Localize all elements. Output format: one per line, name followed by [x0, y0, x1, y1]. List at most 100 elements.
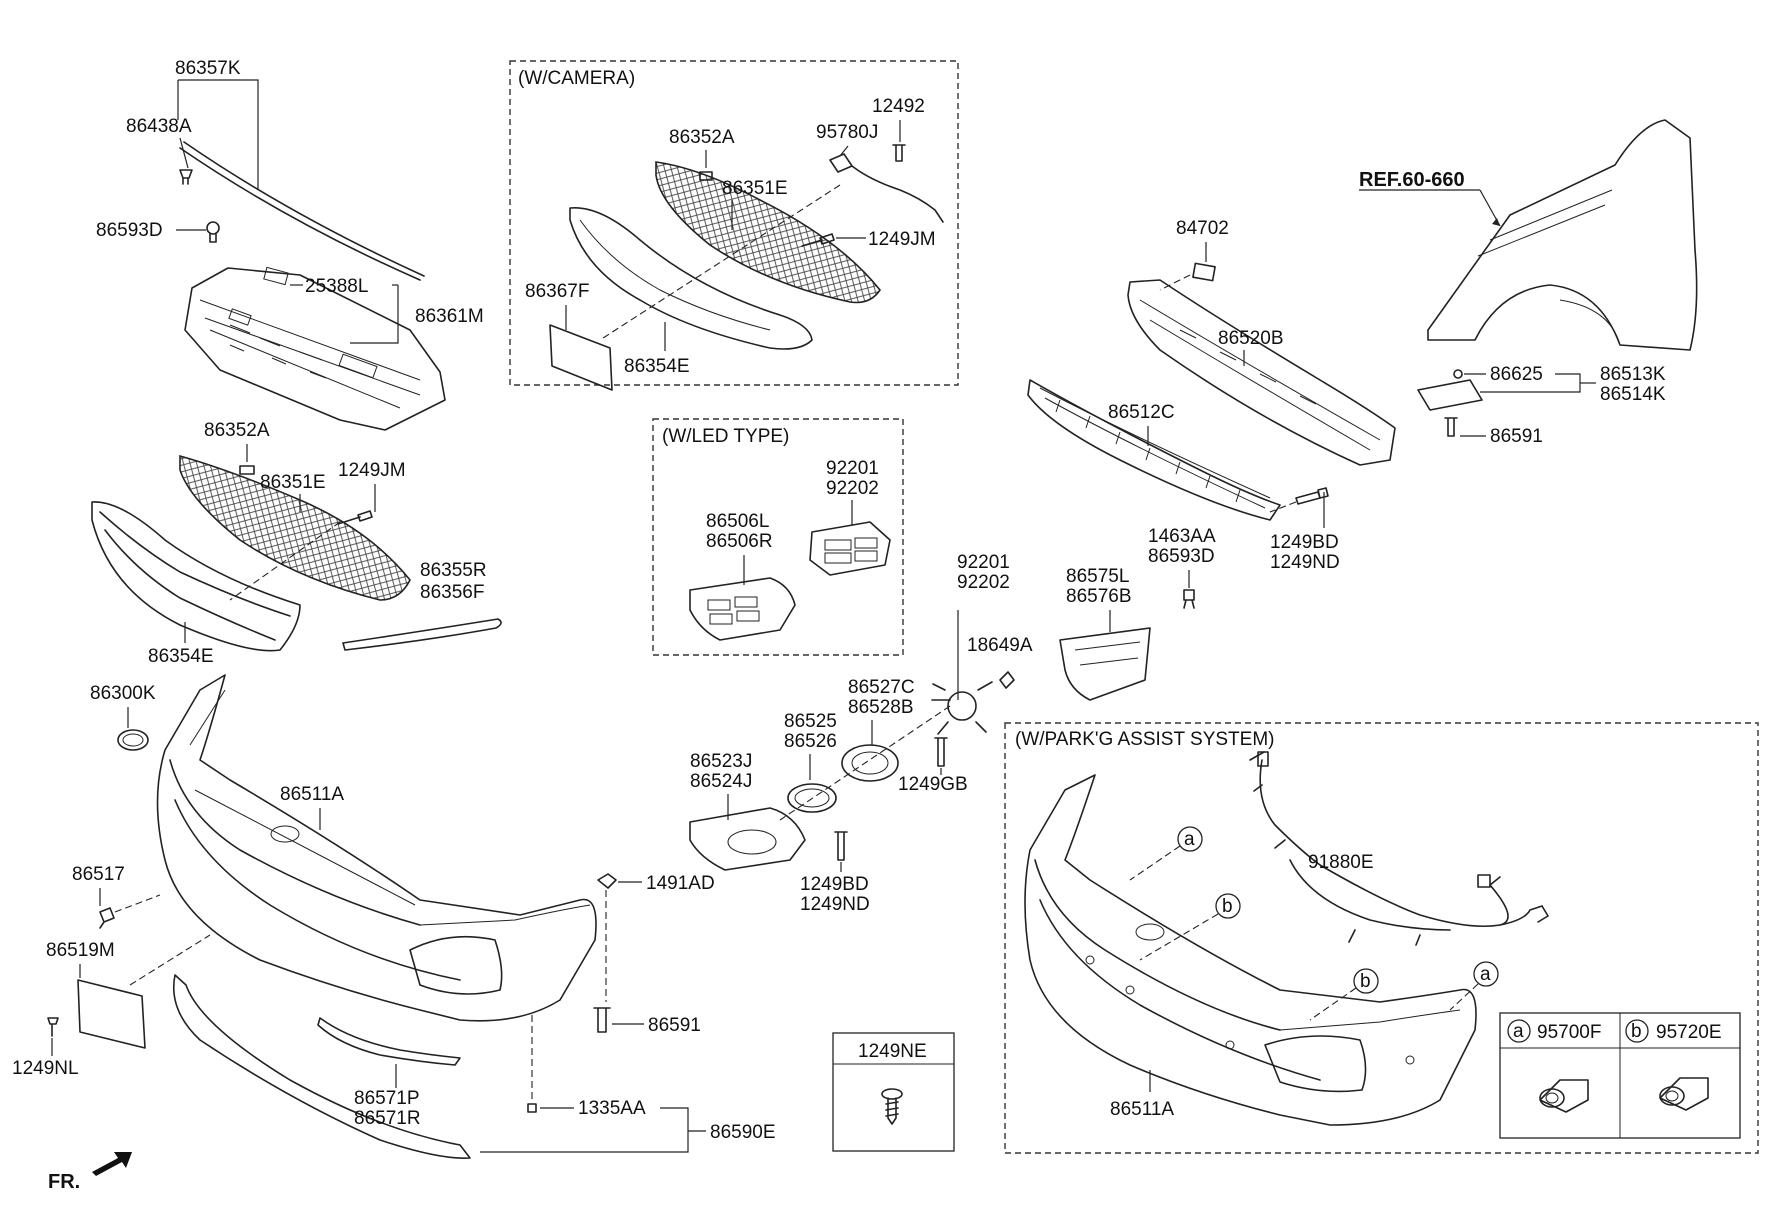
- label-86514k: 86514K: [1600, 384, 1666, 405]
- label-86506l: 86506L: [706, 511, 769, 532]
- bolt-1249jm: [337, 510, 373, 525]
- label-86525: 86525: [784, 711, 837, 732]
- label-camera-86354e: 86354E: [624, 356, 690, 377]
- label-86361m: 86361M: [415, 306, 484, 327]
- callout-b-1-label: b: [1222, 896, 1233, 917]
- label-86520b: 86520B: [1218, 328, 1284, 349]
- screw-12492: [892, 144, 906, 162]
- legend-a-callout: [1507, 1019, 1531, 1043]
- camera-bolt-1249jm: [801, 233, 835, 247]
- label-86523j: 86523J: [690, 751, 752, 772]
- label-86528b: 86528B: [848, 697, 914, 718]
- callout-b-1: [1215, 893, 1241, 919]
- label-1249bd-right: 1249BD: [1270, 532, 1339, 553]
- callout-b-2-leader: [1309, 987, 1357, 1021]
- callout-a-1: [1177, 826, 1203, 852]
- park-assist-option-box: [1004, 722, 1759, 1154]
- screw-1249bd-right: [1295, 487, 1329, 505]
- dash-camera: [599, 184, 841, 341]
- dash-1249bd-right: [1269, 501, 1297, 513]
- clip-86517: [99, 907, 115, 929]
- callout-a-2-leader: [1449, 983, 1479, 1011]
- fog-lamp-bezel-86523j: [689, 807, 806, 871]
- led-option-box: [652, 418, 904, 656]
- legend-b-callout-label: b: [1631, 1021, 1642, 1042]
- fog-lamp-cover-86527c: [841, 744, 899, 782]
- label-86517: 86517: [72, 864, 125, 885]
- label-1249gb: 1249GB: [898, 774, 968, 795]
- leader-95780j: [839, 145, 849, 157]
- legend-a-callout-label: a: [1513, 1021, 1524, 1042]
- label-86575l: 86575L: [1066, 566, 1129, 587]
- label-86357k: 86357K: [175, 58, 241, 79]
- camera-option-box: [509, 60, 959, 386]
- front-camera-95780j: [829, 153, 944, 223]
- led-option-title: (W/LED TYPE): [662, 426, 789, 447]
- screw-1249bd-mid: [834, 831, 848, 861]
- label-86352a: 86352A: [204, 420, 270, 441]
- label-86591-bottom: 86591: [648, 1015, 701, 1036]
- screw-1249nl: [47, 1017, 59, 1037]
- label-95780j: 95780J: [816, 122, 878, 143]
- park-bumper-cover: [1024, 774, 1477, 1126]
- front-direction-arrow: [92, 1152, 132, 1176]
- callout-b-2-label: b: [1360, 971, 1371, 992]
- label-86438a: 86438A: [126, 116, 192, 137]
- front-direction-label: FR.: [48, 1171, 80, 1193]
- label-camera-86351e: 86351E: [722, 178, 788, 199]
- label-86625: 86625: [1490, 364, 1543, 385]
- label-86526: 86526: [784, 731, 837, 752]
- label-92202: 92202: [957, 572, 1010, 593]
- camera-radiator-grille: [655, 161, 881, 304]
- upper-molding-86357k: [179, 141, 425, 281]
- label-91880e: 91880E: [1308, 852, 1374, 873]
- leader-86590e: [480, 1107, 689, 1153]
- fog-cover-86575l: [1059, 627, 1151, 701]
- callout-a-1-label: a: [1184, 829, 1195, 850]
- radiator-upper-cover-86361m: [184, 266, 446, 431]
- clip-1491ad: [597, 873, 617, 889]
- label-1249nd-right: 1249ND: [1270, 552, 1340, 573]
- label-camera-86352a: 86352A: [669, 127, 735, 148]
- lower-grille-86512c: [1027, 379, 1281, 521]
- garnish-86571p: [317, 1017, 461, 1066]
- label-led-92202: 92202: [826, 478, 879, 499]
- clip-1335aa: [527, 1103, 537, 1113]
- license-plate-bracket-86519m: [77, 979, 146, 1049]
- clip-86438a: [179, 169, 193, 185]
- label-1249nd-mid: 1249ND: [800, 894, 870, 915]
- label-1249bd-mid: 1249BD: [800, 874, 869, 895]
- leader-86438a: [179, 137, 189, 169]
- energy-absorber-86520b: [1127, 279, 1396, 466]
- fog-lamp-ring-86525: [787, 783, 837, 813]
- label-86519m: 86519M: [46, 940, 115, 961]
- dash-86519m: [129, 934, 211, 986]
- label-18649a: 18649A: [967, 635, 1033, 656]
- label-86356f: 86356F: [420, 582, 484, 603]
- legend-b-code: 95720E: [1656, 1022, 1722, 1043]
- emblem-86352a: [239, 465, 255, 475]
- label-92201: 92201: [957, 552, 1010, 573]
- label-park-86511a: 86511A: [1110, 1099, 1174, 1120]
- front-fender: [1427, 119, 1698, 351]
- callout-a-2-label: a: [1480, 964, 1491, 985]
- screw-1249ne-icon: [881, 1088, 903, 1125]
- camera-emblem: [699, 171, 713, 181]
- label-86593d: 86593D: [96, 220, 163, 241]
- label-84702: 84702: [1176, 218, 1229, 239]
- front-grille-surround-86354e: [91, 501, 301, 652]
- label-86351e: 86351E: [260, 472, 326, 493]
- screw-86591-right: [1444, 417, 1458, 437]
- label-1249jm: 1249JM: [338, 460, 406, 481]
- legend-b-callout: [1625, 1019, 1649, 1043]
- label-86527c: 86527C: [848, 677, 915, 698]
- callout-a-1-leader: [1129, 845, 1181, 881]
- camera-cover-86367f: [549, 324, 613, 391]
- label-25388l: 25388L: [305, 276, 368, 297]
- led-fog-lamp: [809, 521, 891, 576]
- label-86512c: 86512C: [1108, 402, 1175, 423]
- screw-1249gb: [934, 737, 948, 767]
- park-assist-option-title: (W/PARK'G ASSIST SYSTEM): [1015, 729, 1274, 750]
- label-86593d-mid: 86593D: [1148, 546, 1215, 567]
